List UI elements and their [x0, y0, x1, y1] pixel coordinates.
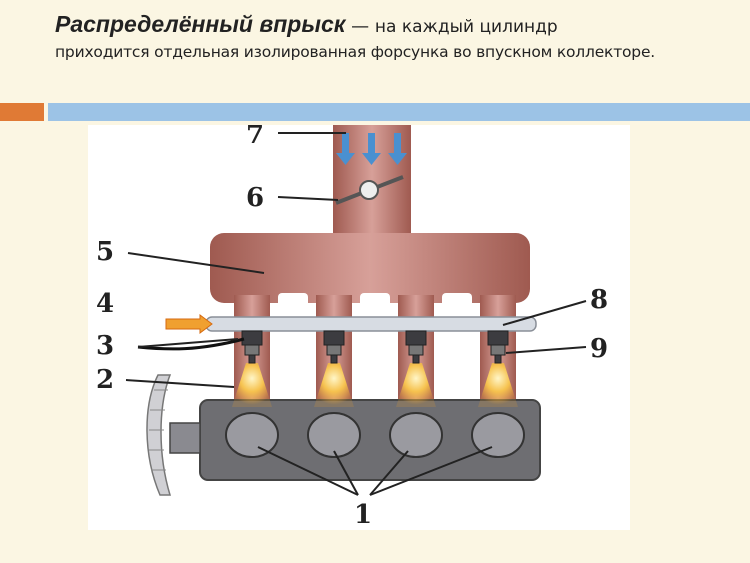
leader-lines [125, 132, 587, 496]
title-dash: — [345, 16, 375, 37]
label-6: 6 [246, 183, 264, 213]
label-4: 4 [96, 289, 114, 319]
label-1: 1 [354, 500, 372, 530]
part-labels: 7 6 5 4 3 2 8 9 1 [96, 125, 608, 530]
title-lead: Распределённый впрыск [55, 11, 346, 37]
label-2: 2 [96, 365, 114, 395]
accent-bar-blue [48, 103, 750, 121]
fuel-rail [165, 314, 537, 334]
label-8: 8 [590, 285, 608, 315]
title-line2: приходится отдельная изолированная форсу… [55, 42, 656, 61]
accent-bar-orange [0, 103, 44, 121]
label-9: 9 [590, 334, 608, 364]
slide-title: Распределённый впрыск — на каждый цилинд… [55, 10, 745, 62]
fuel-sprays [232, 363, 518, 407]
fuel-injectors [137, 330, 509, 364]
label-5: 5 [96, 237, 114, 267]
title-rest: на каждый цилиндр [374, 17, 558, 37]
label-7: 7 [246, 125, 264, 150]
intake-valves [225, 412, 525, 458]
label-3: 3 [96, 331, 114, 361]
airflow-arrows [336, 133, 407, 165]
throttle-valve [335, 175, 404, 205]
injection-diagram: 7 6 5 4 3 2 8 9 1 [88, 125, 630, 530]
